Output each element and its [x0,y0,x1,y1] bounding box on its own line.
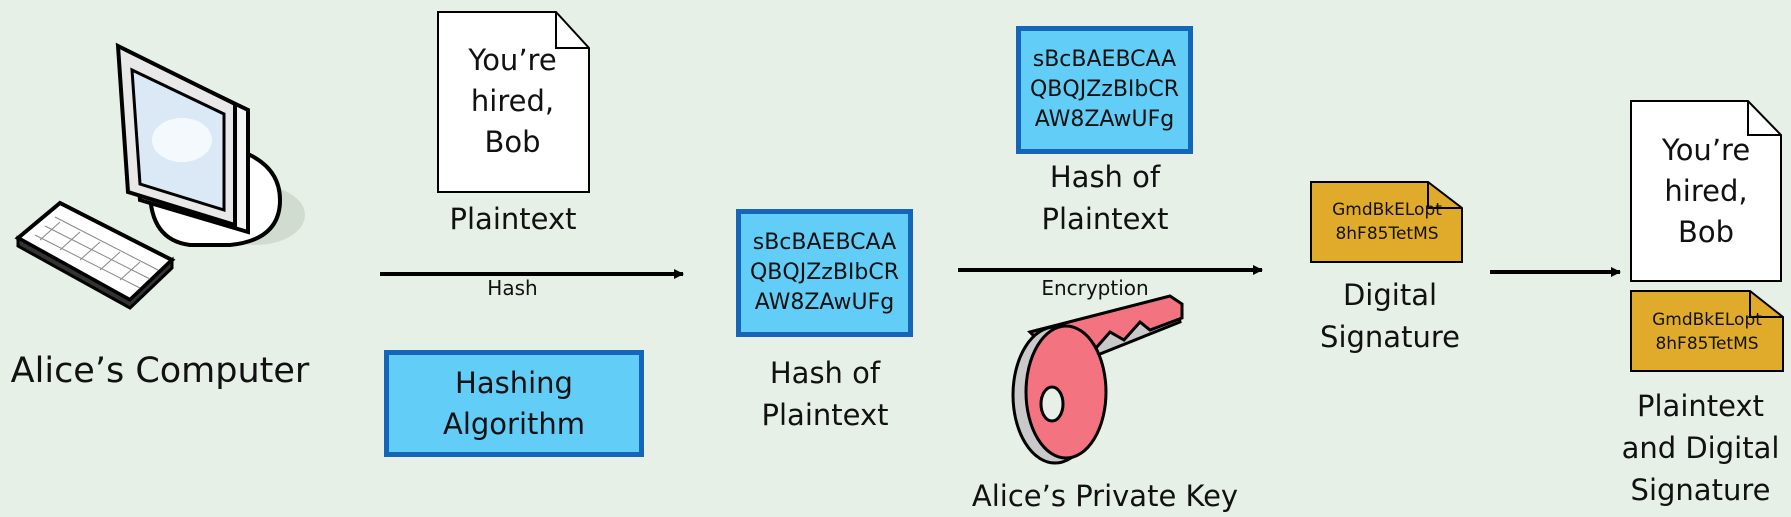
document-fold-icon [555,12,589,49]
final-signature-fold-icon [1749,291,1783,318]
digital-signature-caption: Digital Signature [1300,274,1480,358]
signature-line: 8hF85TetMS [1655,334,1759,354]
hash-line: sBcBAEBCAA [752,230,897,255]
hash-caption-line: Hash of [1049,160,1161,194]
digital-signature-line: Signature [1320,320,1460,354]
plaintext-content: You’re hired, Bob [440,40,585,163]
plaintext-line: You’re [1661,133,1751,167]
signature-document-icon [1310,181,1463,263]
hash-line: AW8ZAwUFg [1034,107,1175,132]
computer-icon [14,42,305,310]
hash-caption: Hash of Plaintext [735,352,915,436]
encryption-arrow-label: Encryption [1041,276,1149,300]
final-caption-line: Signature [1630,473,1771,507]
digital-signature-line: Digital [1342,278,1438,312]
signature-line: 8hF85TetMS [1335,224,1439,244]
signature-line: GmdBkELopt [1652,310,1762,330]
final-plaintext-content: You’re hired, Bob [1633,130,1779,253]
hash-caption-line: Plaintext [1041,202,1169,236]
hash-value-box: sBcBAEBCAA QBQJZzBIbCR AW8ZAwUFg [736,209,913,337]
hash-caption-line: Hash of [769,356,881,390]
private-key-label: Alice’s Private Key [971,479,1239,513]
final-document-fold-icon [1747,101,1781,136]
hash-line: QBQJZzBIbCR [1029,77,1180,102]
hash-arrow-label: Hash [487,276,538,300]
private-key-icon [1011,294,1184,465]
computer-label: Alice’s Computer [10,351,310,391]
plaintext-line: hired, [470,84,555,118]
signature-line: GmdBkELopt [1332,200,1442,220]
plaintext-document-icon [437,11,590,193]
hash-caption-line: Plaintext [761,398,889,432]
hashing-algorithm-line: Hashing [455,365,573,400]
final-plaintext-document-icon [1630,100,1782,282]
plaintext-line: Bob [484,125,541,159]
final-caption-line: Plaintext [1637,389,1764,423]
hash-line: AW8ZAwUFg [754,290,895,315]
signature-content: GmdBkELopt 8hF85TetMS [1314,198,1460,246]
signature-fold-icon [1427,182,1462,209]
plaintext-caption: Plaintext [449,202,577,236]
plaintext-line: hired, [1664,174,1748,208]
final-signature-content: GmdBkELopt 8hF85TetMS [1633,308,1781,356]
plaintext-line: Bob [1677,215,1735,249]
hashing-algorithm-box: Hashing Algorithm [384,350,644,457]
plaintext-line: You’re [468,43,557,77]
final-signature-document-icon [1630,290,1784,372]
hashing-algorithm-line: Algorithm [442,406,586,441]
hash-line: QBQJZzBIbCR [749,260,900,285]
hash-caption-top: Hash of Plaintext [1015,156,1195,240]
final-caption: Plaintext and Digital Signature [1610,385,1791,511]
hash-value-box-top: sBcBAEBCAA QBQJZzBIbCR AW8ZAwUFg [1016,26,1193,154]
final-caption-line: and Digital [1621,431,1780,465]
hash-line: sBcBAEBCAA [1032,47,1177,72]
